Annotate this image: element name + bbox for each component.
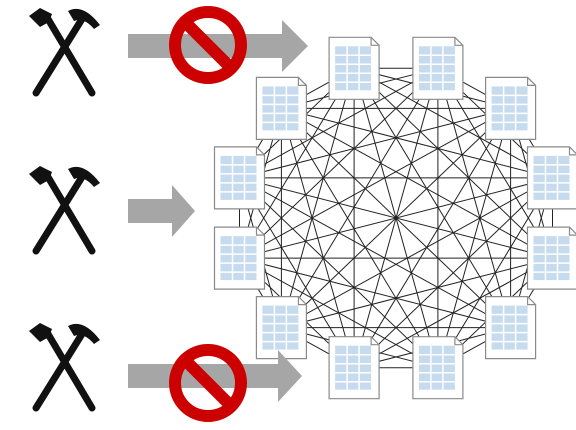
crossed-hammer-pick-icon (29, 8, 100, 93)
node-connection-line (239, 177, 355, 368)
node-connection-line (280, 68, 439, 328)
node-connection-line (239, 257, 511, 329)
node-connection-line (239, 107, 511, 259)
ledger-document-icon (213, 146, 266, 210)
ledger-document-icon (484, 76, 537, 141)
ledger-document-icon (255, 76, 308, 141)
ledger-document-icon (526, 146, 576, 210)
node-connection-line (280, 108, 355, 368)
node-connection-line (239, 107, 511, 179)
miner-row-2 (29, 166, 195, 251)
ledger-document-icon (255, 295, 308, 360)
prohibited-sign-icon (169, 6, 247, 84)
node-connection-line (281, 108, 511, 328)
node-connection-line (239, 177, 511, 329)
node-connection-line (280, 108, 439, 368)
crossed-hammer-pick-icon (29, 323, 100, 408)
ledger-document-icon (328, 335, 380, 400)
prohibited-sign-icon (169, 344, 247, 422)
node-connection-line (281, 257, 553, 329)
node-connection-line (281, 107, 553, 259)
ledger-document-icon (213, 226, 266, 290)
ledger-document-icon (328, 36, 380, 101)
ledger-document-icon (412, 335, 464, 400)
node-connection-line (353, 108, 512, 368)
gray-arrow-icon (128, 185, 195, 237)
node-connection-line (281, 107, 553, 179)
ledger-document-icon (412, 36, 464, 101)
crossed-hammer-pick-icon (29, 166, 100, 251)
gray-arrow-icon (128, 20, 308, 72)
gray-arrow-icon (128, 350, 302, 402)
miner-row-1 (29, 8, 308, 93)
node-connection-line (239, 177, 439, 369)
ledger-document-icon (526, 226, 576, 290)
ledger-document-icon (484, 295, 537, 360)
node-connection-line (281, 177, 553, 329)
miner-row-3 (29, 323, 302, 422)
node-connection-line (353, 68, 512, 328)
